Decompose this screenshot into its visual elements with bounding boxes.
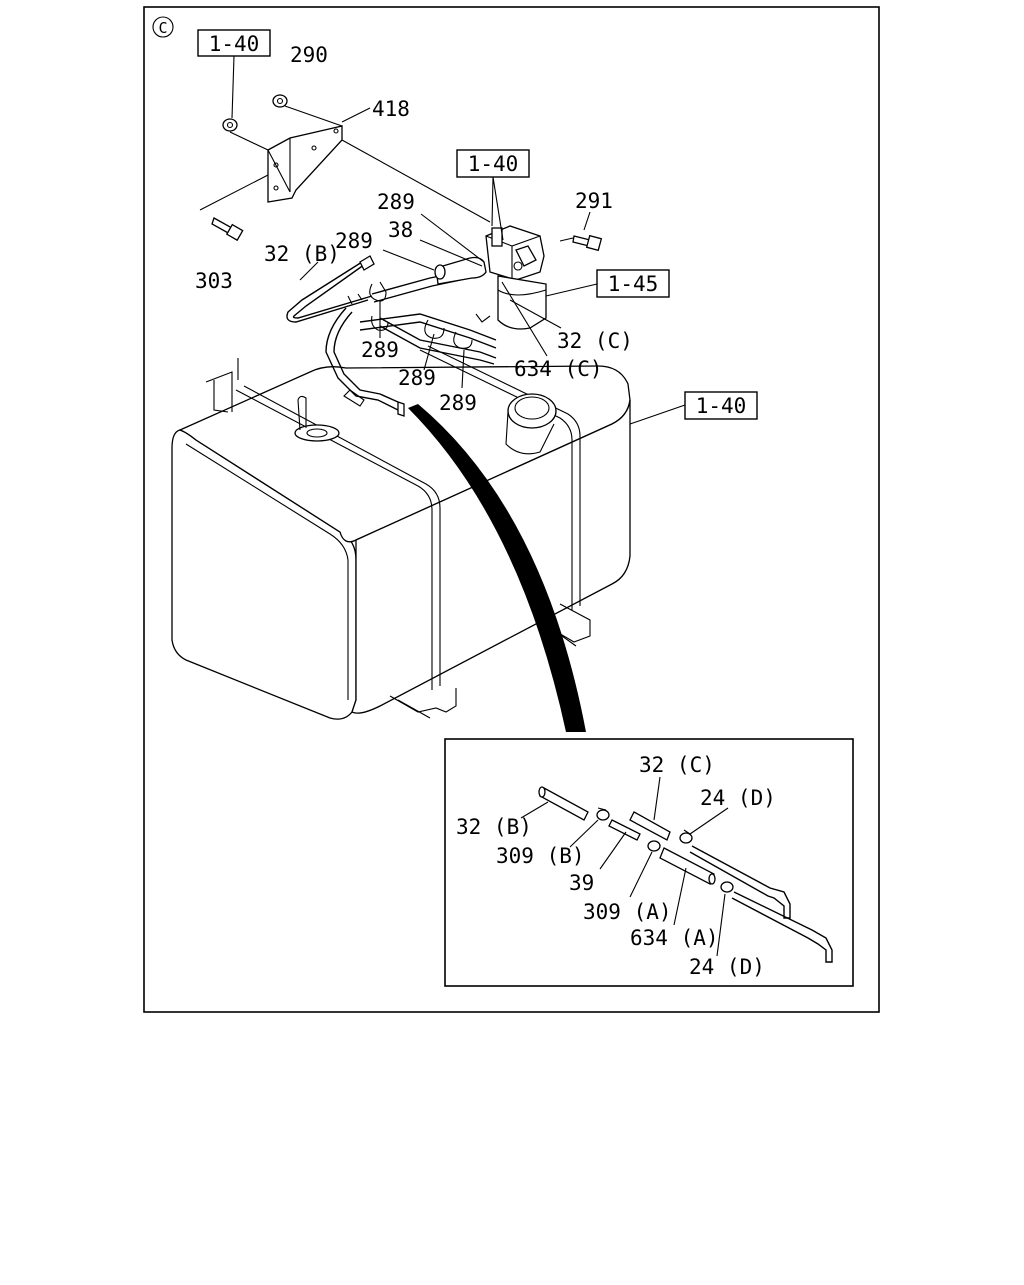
- fuel-lines: [286, 255, 497, 417]
- callout-291: 291: [575, 189, 613, 213]
- callout-289-top: 289: [377, 190, 415, 214]
- callout-289-center: 289: [398, 366, 436, 390]
- inset-callout-24d-bottom: 24 (D): [689, 955, 765, 979]
- fuel-tank: [171, 345, 631, 720]
- inset-callout-39: 39: [569, 871, 594, 895]
- inset-callout-32c: 32 (C): [639, 753, 715, 777]
- callout-32b: 32 (B): [264, 242, 340, 266]
- inset-callout-309a: 309 (A): [583, 900, 672, 924]
- inset-detail: [444, 738, 854, 987]
- svg-text:1-40: 1-40: [209, 32, 260, 56]
- ref-box-1[interactable]: 1-40: [197, 29, 271, 57]
- svg-text:C: C: [158, 19, 167, 37]
- callout-289-right: 289: [439, 391, 477, 415]
- inset-callout-24d-top: 24 (D): [700, 786, 776, 810]
- svg-text:1-45: 1-45: [608, 272, 659, 296]
- nut-upper-left: [222, 118, 238, 132]
- bolt-303: [211, 217, 244, 242]
- callout-634c: 634 (C): [514, 357, 603, 381]
- inset-callout-309b: 309 (B): [496, 844, 585, 868]
- inset-callout-32b: 32 (B): [456, 815, 532, 839]
- svg-text:1-40: 1-40: [696, 394, 747, 418]
- nut-290: [272, 94, 288, 108]
- callout-38: 38: [388, 218, 413, 242]
- callout-32c: 32 (C): [557, 329, 633, 353]
- bracket-418: [267, 125, 343, 203]
- section-mark: C: [152, 16, 174, 38]
- callout-290: 290: [290, 43, 328, 67]
- fuel-filter: [485, 225, 547, 330]
- ref-box-3[interactable]: 1-45: [596, 269, 670, 298]
- bolt-291: [572, 234, 603, 252]
- ref-box-4[interactable]: 1-40: [684, 391, 758, 420]
- callout-303: 303: [195, 269, 233, 293]
- leader-lines: [231, 55, 686, 425]
- callout-418: 418: [372, 97, 410, 121]
- ref-box-2[interactable]: 1-40: [456, 149, 530, 178]
- callout-289-left: 289: [361, 338, 399, 362]
- inset-callout-634a: 634 (A): [630, 926, 719, 950]
- detail-indicator-arrow: [408, 404, 586, 732]
- outer-frame: [143, 6, 880, 1013]
- callout-289-mid: 289: [335, 229, 373, 253]
- svg-text:1-40: 1-40: [468, 152, 519, 176]
